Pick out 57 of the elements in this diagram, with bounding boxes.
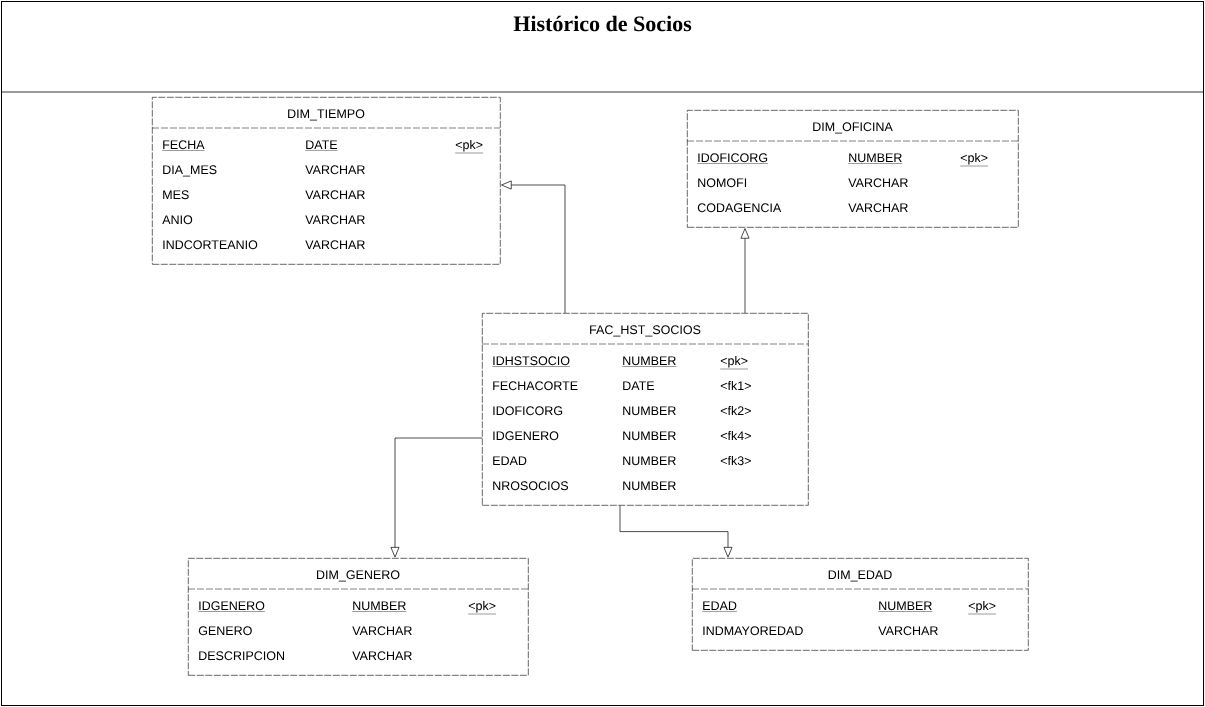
table-name: DIM_OFICINA: [813, 122, 893, 134]
table-name: DIM_GENERO: [317, 570, 400, 582]
diagram-title: Histórico de Socios: [513, 15, 692, 32]
table-name: FAC_HST_SOCIOS: [590, 325, 701, 337]
column-text: <pk>: [455, 139, 484, 154]
column-text: <pk>: [960, 152, 989, 167]
column-text: VARCHAR: [305, 240, 365, 250]
column-text: EDAD: [493, 456, 527, 465]
column-text: VARCHAR: [305, 190, 365, 200]
column-text: IDOFICORG: [493, 406, 563, 416]
column-text: DATE: [305, 140, 338, 151]
column-text: INDMAYOREDAD: [703, 626, 803, 636]
column-text: IDGENERO: [198, 601, 266, 612]
column-text: NUMBER: [878, 601, 933, 612]
column-text: NUMBER: [623, 456, 676, 466]
column-text: NUMBER: [623, 406, 676, 416]
column-text: DIA_MES: [163, 165, 217, 177]
column-text: EDAD: [702, 601, 738, 612]
column-text: IDHSTSOCIO: [492, 356, 571, 367]
column-text: NUMBER: [848, 153, 903, 164]
column-text: VARCHAR: [305, 215, 365, 225]
column-text: NUMBER: [352, 601, 407, 612]
arrow: [740, 228, 750, 314]
column-text: NUMBER: [622, 356, 677, 367]
column-text: <fk2>: [720, 405, 751, 415]
column-text: VARCHAR: [305, 165, 365, 175]
column-text: <fk1>: [720, 380, 751, 390]
column-text: VARCHAR: [848, 178, 908, 188]
column-text: NUMBER: [623, 481, 676, 491]
column-text: FECHACORTE: [493, 381, 578, 391]
table-name: DIM_TIEMPO: [288, 109, 365, 121]
column-text: NUMBER: [623, 431, 676, 441]
column-text: GENERO: [198, 626, 252, 636]
column-text: IDOFICORG: [697, 153, 769, 164]
column-text: CODAGENCIA: [697, 203, 782, 213]
column-text: VARCHAR: [878, 626, 938, 636]
column-text: <pk>: [468, 600, 497, 615]
column-text: IDGENERO: [493, 431, 559, 441]
column-text: <pk>: [720, 355, 749, 370]
column-text: VARCHAR: [848, 203, 908, 213]
arrow: [619, 505, 733, 558]
column-text: <fk4>: [720, 430, 751, 440]
column-text: FECHA: [162, 140, 205, 151]
column-text: <pk>: [968, 600, 997, 615]
column-text: INDCORTEANIO: [163, 240, 258, 250]
column-text: DESCRIPCION: [199, 651, 284, 661]
column-text: VARCHAR: [352, 626, 412, 636]
column-text: NROSOCIOS: [493, 481, 569, 491]
arrow: [390, 437, 483, 558]
column-text: ANIO: [162, 215, 193, 225]
arrow: [501, 180, 566, 314]
column-text: VARCHAR: [352, 651, 412, 661]
column-text: DATE: [623, 381, 655, 390]
column-text: NOMOFI: [698, 178, 747, 188]
table-name: DIM_EDAD: [828, 570, 892, 582]
column-text: MES: [163, 190, 189, 200]
column-text: <fk3>: [720, 455, 751, 466]
